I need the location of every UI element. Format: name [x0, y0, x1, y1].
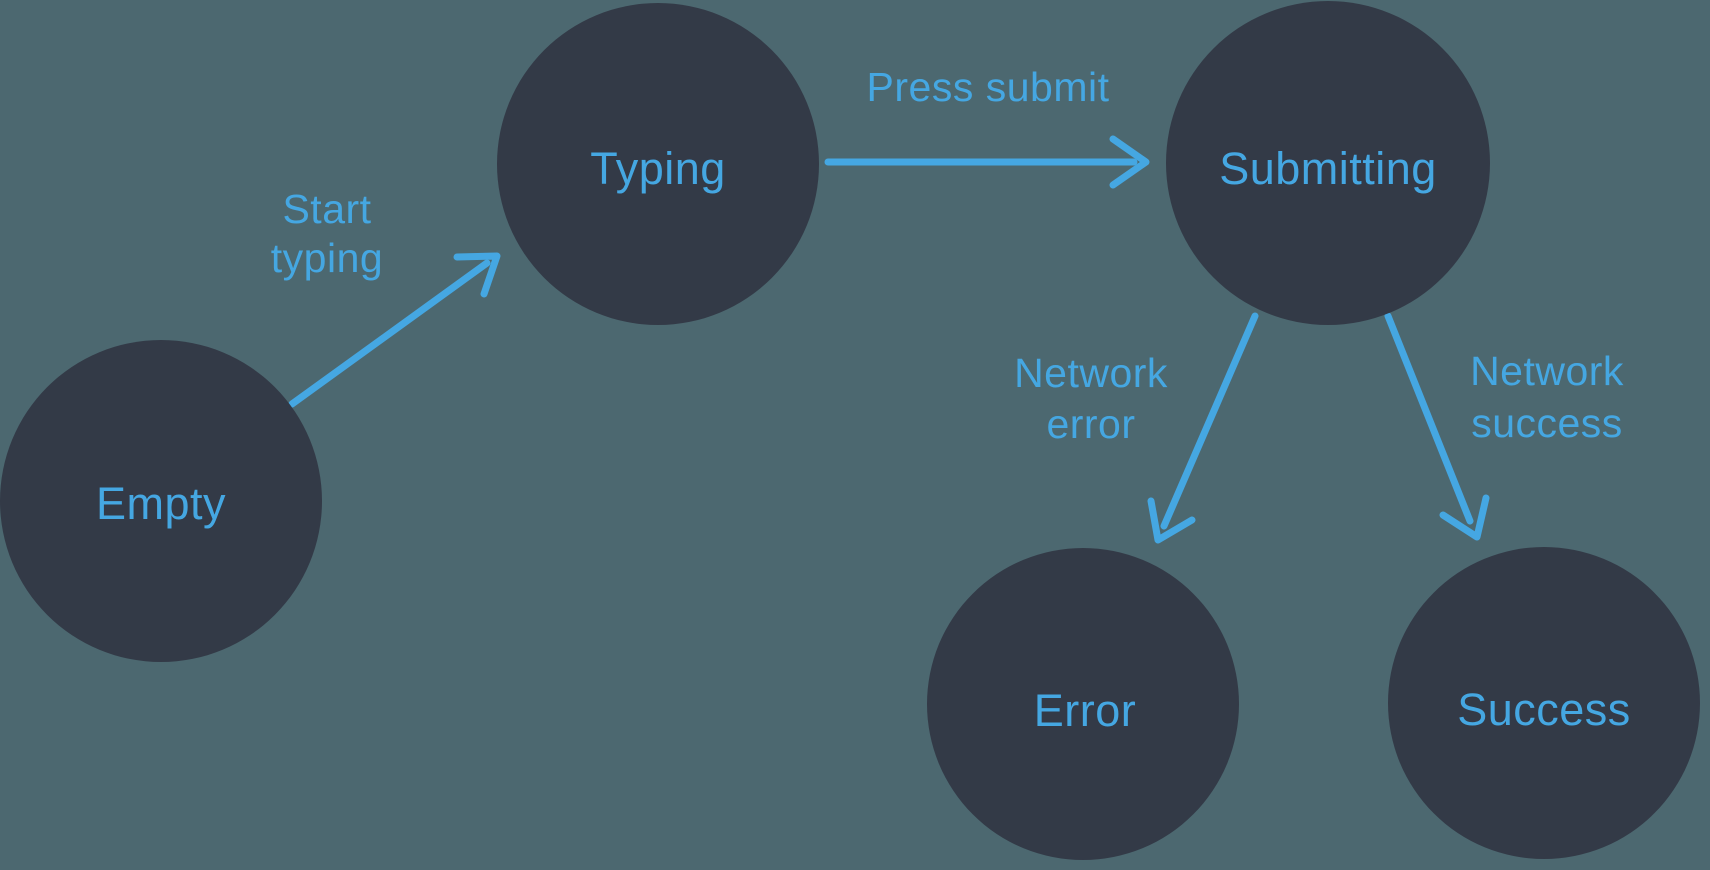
edge-label-network-success-line2: success [1471, 400, 1623, 446]
state-circle-empty [0, 340, 322, 662]
arrow-shaft [288, 259, 491, 408]
state-circle-typing [497, 3, 819, 325]
edge-label-press-submit: Press submit [867, 64, 1110, 110]
state-label-error: Error [1034, 685, 1137, 736]
node-typing: Typing [497, 3, 819, 325]
arrow-shaft [1384, 312, 1474, 525]
node-empty: Empty [0, 340, 322, 662]
edge-submitting-to-success: Network success [1384, 312, 1624, 541]
node-submitting: Submitting [1166, 1, 1490, 325]
arrowhead-icon [1109, 135, 1150, 189]
edge-label-network-error-line1: Network [1014, 350, 1168, 396]
edge-submitting-to-error: Network error [1014, 312, 1259, 544]
edge-label-start-typing-line1: Start [282, 186, 371, 232]
arrowhead-icon [1439, 494, 1490, 541]
edge-empty-to-typing: Start typing [271, 186, 501, 408]
state-label-empty: Empty [96, 478, 226, 529]
state-label-success: Success [1457, 684, 1631, 735]
state-circle-success [1388, 547, 1700, 859]
node-success: Success [1388, 547, 1700, 859]
edge-label-network-error-line2: error [1046, 401, 1135, 447]
state-circle-error [927, 548, 1239, 860]
state-circle-submitting [1166, 1, 1490, 325]
state-label-typing: Typing [590, 143, 726, 194]
arrowhead-icon [1147, 497, 1196, 544]
arrow-shaft [1160, 312, 1259, 530]
arrowhead-icon [453, 252, 501, 298]
edge-typing-to-submitting: Press submit [824, 64, 1150, 189]
state-label-submitting: Submitting [1219, 143, 1437, 194]
edge-label-start-typing-line2: typing [271, 235, 383, 281]
edge-label-network-success-line1: Network [1470, 348, 1624, 394]
node-error: Error [927, 548, 1239, 860]
